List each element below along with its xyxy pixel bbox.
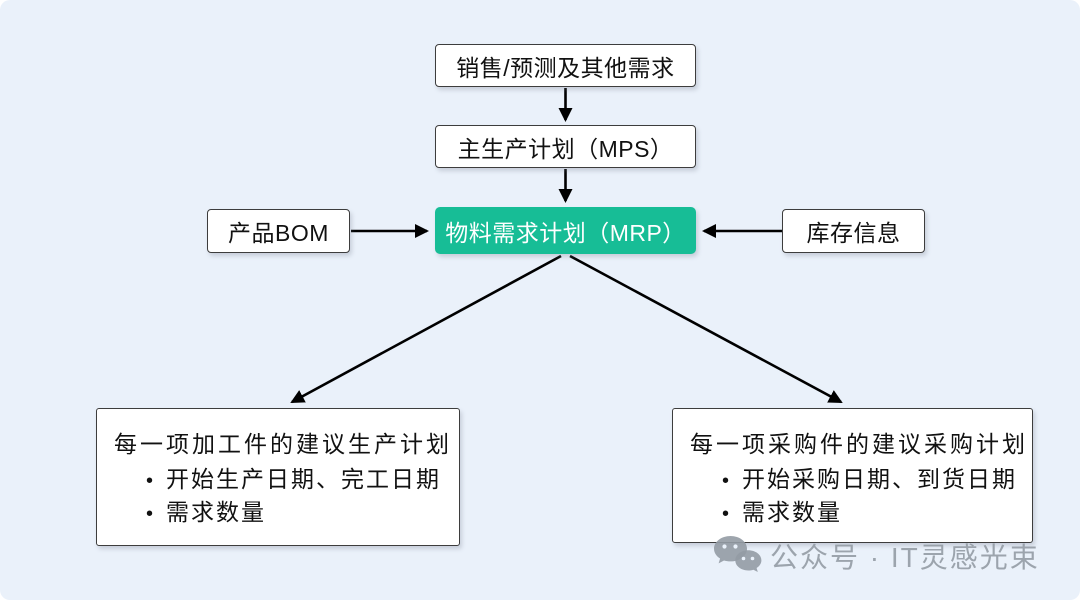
production-plan-title: 每一项加工件的建议生产计划 <box>114 431 452 457</box>
node-suggested-purchase-plan: 每一项采购件的建议采购计划 开始采购日期、到货日期 需求数量 <box>672 408 1033 543</box>
list-item: 需求数量 <box>146 497 449 530</box>
purchase-plan-title: 每一项采购件的建议采购计划 <box>690 431 1028 457</box>
node-material-requirements-planning: 物料需求计划（MRP） <box>435 207 696 254</box>
list-item: 开始采购日期、到货日期 <box>722 464 1022 497</box>
arrow-mrp-to-production <box>290 254 562 404</box>
list-item: 开始生产日期、完工日期 <box>146 464 449 497</box>
node-product-bom: 产品BOM <box>207 209 350 253</box>
node-master-production-schedule: 主生产计划（MPS） <box>435 125 696 168</box>
node-sales-forecast-demand: 销售/预测及其他需求 <box>435 44 696 87</box>
node-label: 主生产计划（MPS） <box>457 135 674 162</box>
node-inventory-info: 库存信息 <box>782 209 925 253</box>
node-label: 销售/预测及其他需求 <box>456 54 675 81</box>
node-label: 库存信息 <box>806 220 901 246</box>
node-label: 物料需求计划（MRP） <box>445 219 686 246</box>
watermark-text: 公众号 · IT灵感光束 <box>770 542 1040 573</box>
node-label: 产品BOM <box>228 220 329 246</box>
list-item: 需求数量 <box>722 497 1022 530</box>
arrow-mrp-to-purchase <box>569 254 843 404</box>
production-plan-list: 开始生产日期、完工日期 需求数量 <box>114 464 449 530</box>
purchase-plan-list: 开始采购日期、到货日期 需求数量 <box>690 464 1022 530</box>
wechat-icon <box>714 536 762 572</box>
watermark: 公众号 · IT灵感光束 <box>712 534 1040 578</box>
node-suggested-production-plan: 每一项加工件的建议生产计划 开始生产日期、完工日期 需求数量 <box>96 408 460 546</box>
